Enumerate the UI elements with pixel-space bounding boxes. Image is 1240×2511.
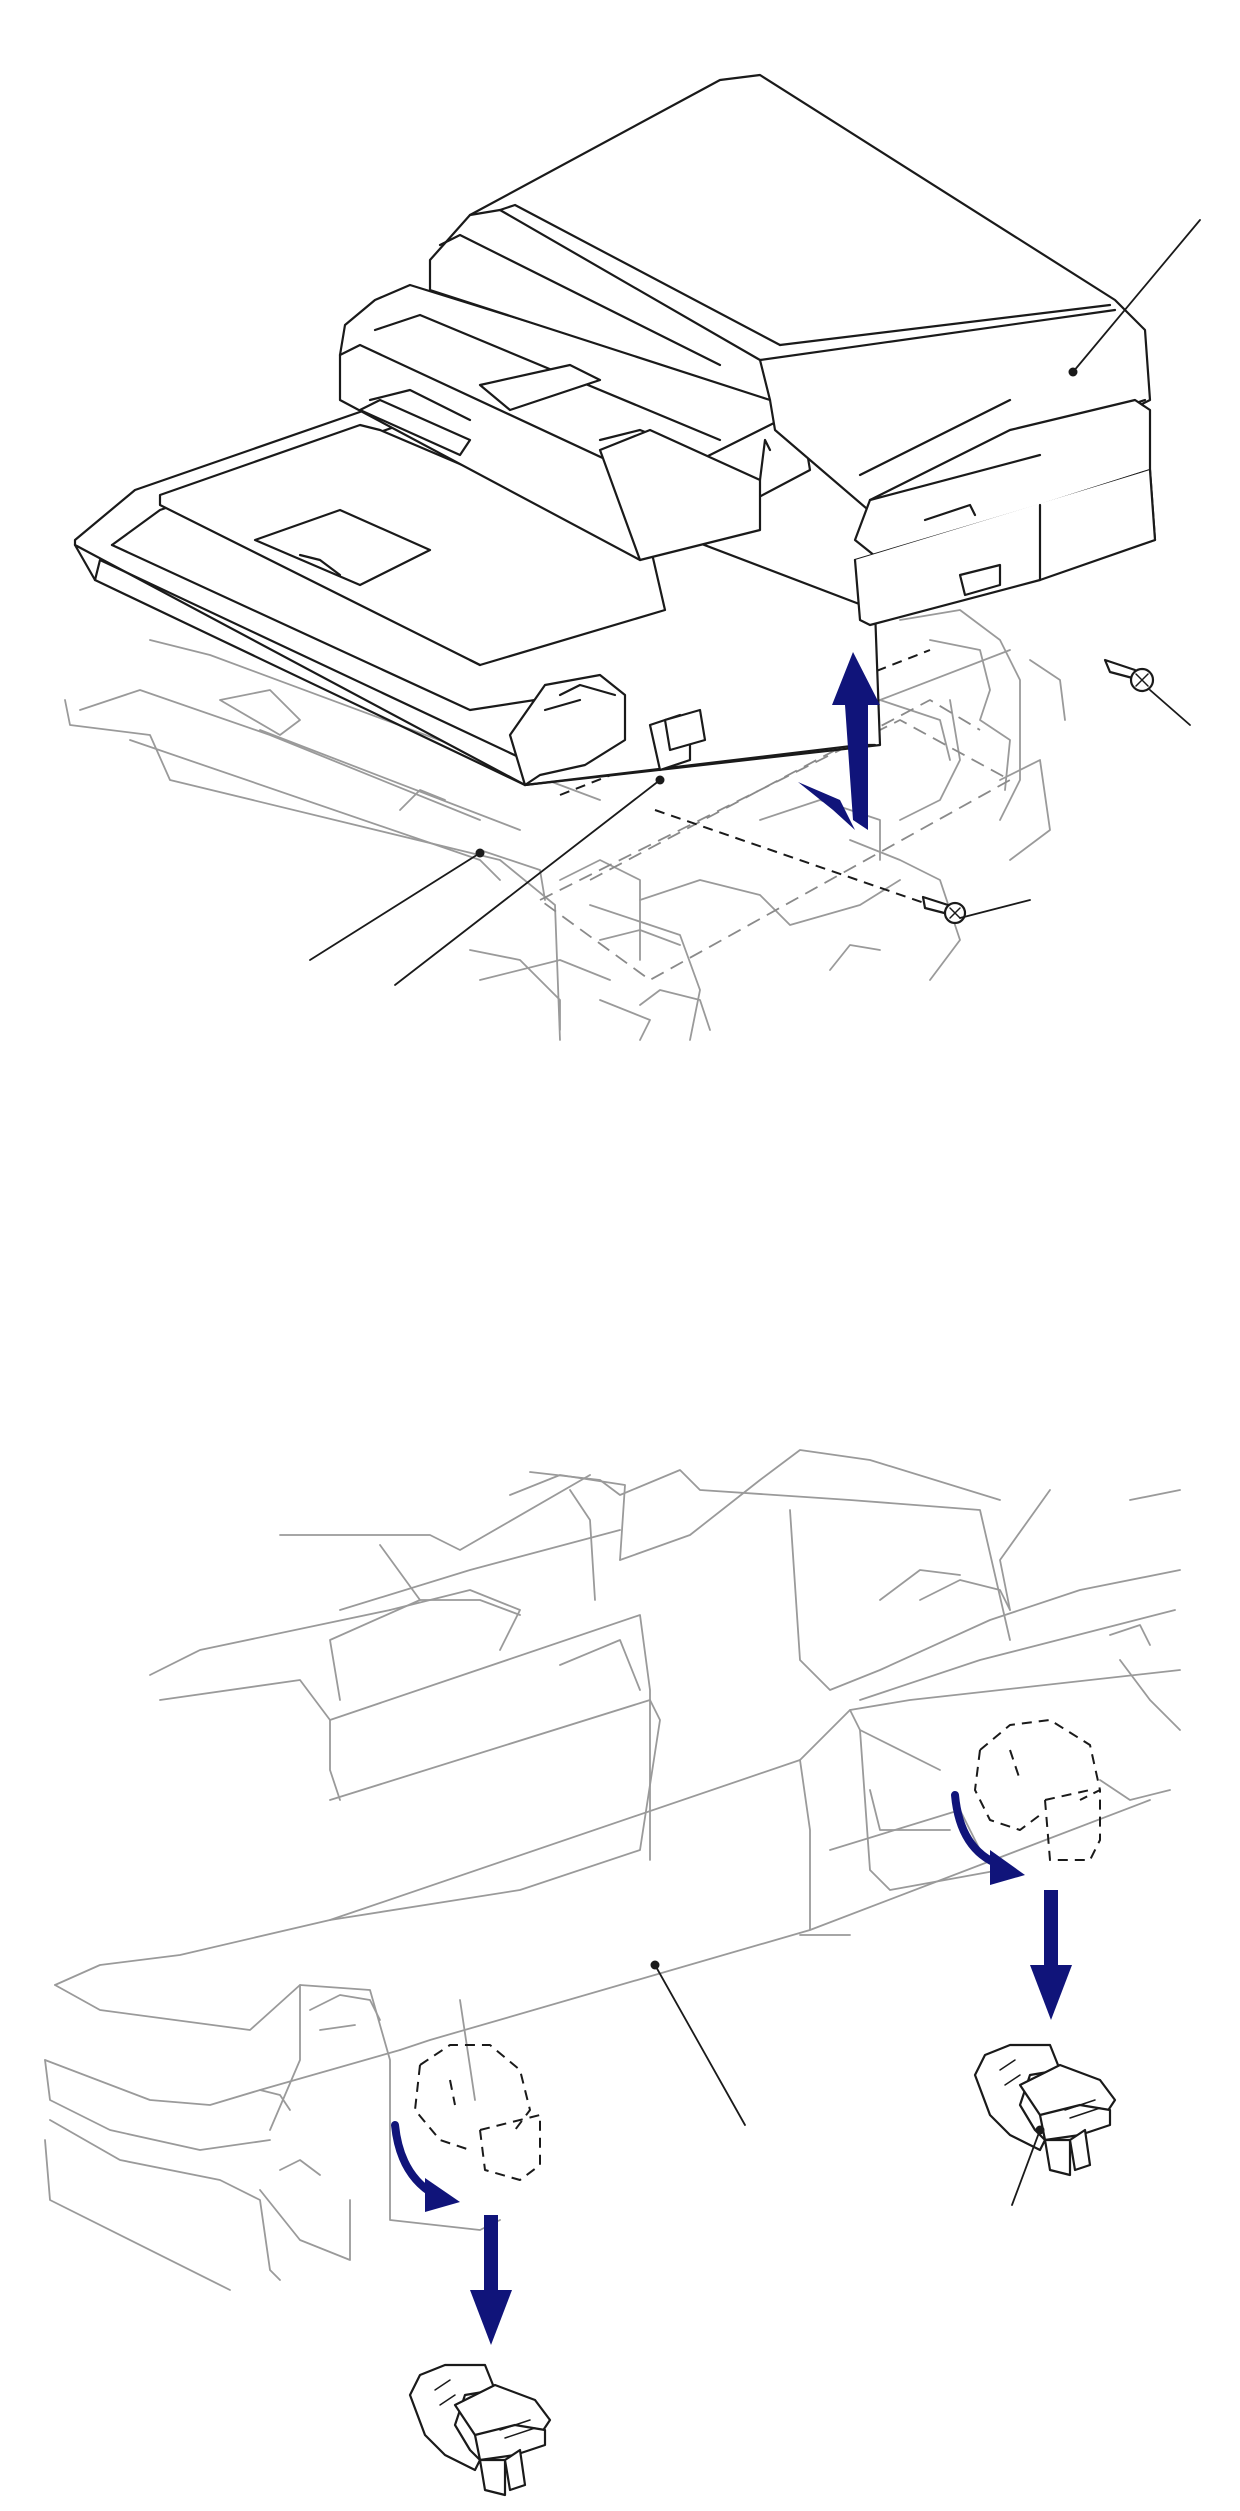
- alignment-dash-right: [654, 809, 931, 906]
- hinge-right-part: [973, 2043, 1117, 2177]
- scanner-base-ghost: [64, 609, 1066, 1041]
- hinge-right-dashed: [974, 1719, 1101, 1861]
- rotate-arrow-left: [391, 2121, 460, 2212]
- down-arrow-left: [470, 2215, 512, 2345]
- lift-up-arrow: [798, 652, 880, 830]
- panel-hinge-removal: [44, 1449, 1181, 2497]
- screw-bottom: [921, 895, 967, 925]
- rotate-arrow-right: [951, 1791, 1025, 1885]
- hinge-left-part: [408, 2363, 552, 2497]
- down-arrow-right: [1030, 1890, 1072, 2020]
- adf-body-ghost: [44, 1449, 1181, 2291]
- panel-adf-removal: [64, 73, 1201, 1041]
- screw-right: [1103, 658, 1155, 693]
- leaders-bottom: [650, 1960, 1045, 2206]
- hinge-left-dashed: [414, 2044, 541, 2181]
- leaders-top: [309, 219, 1201, 986]
- adf-unit: [73, 73, 1157, 787]
